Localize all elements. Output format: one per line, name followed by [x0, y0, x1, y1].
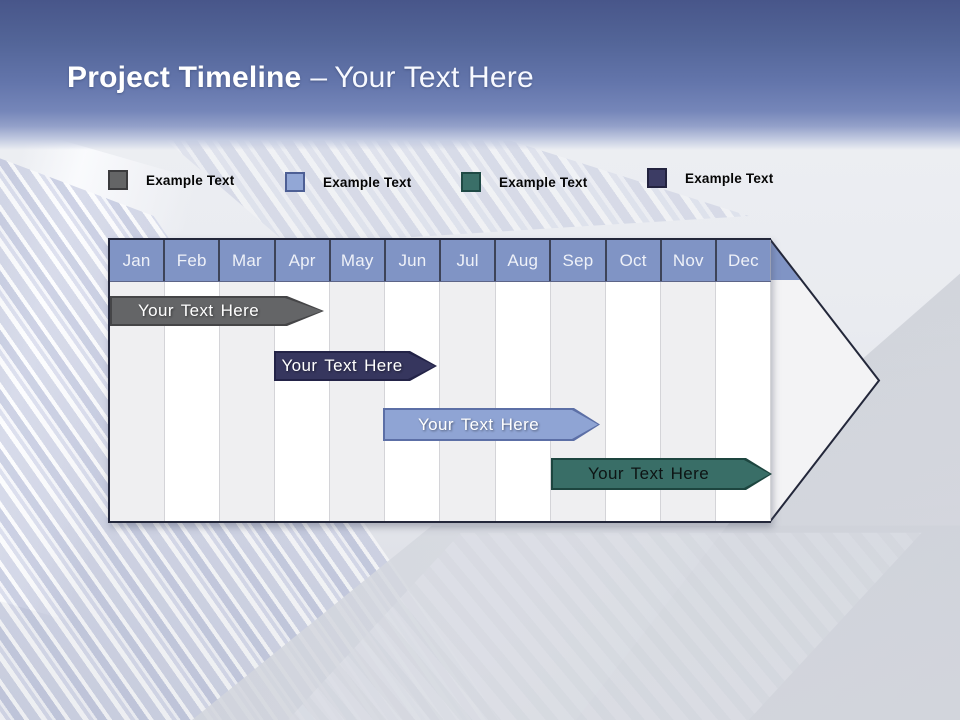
month-header-mar: Mar — [220, 240, 276, 281]
legend-label: Example Text — [146, 172, 235, 188]
task-bar-2[interactable]: Your Text Here — [274, 351, 437, 381]
title-separator: – — [310, 61, 328, 94]
task-bar-label: Your Text Here — [137, 301, 260, 320]
month-column — [495, 282, 551, 521]
month-header-nov: Nov — [662, 240, 717, 281]
title-banner — [0, 0, 960, 150]
arrow-tip-outline — [769, 238, 881, 523]
legend-item-teal[interactable]: Example Text — [461, 172, 587, 192]
task-bar-label: Your Text Here — [281, 356, 403, 375]
task-bar-label: Your Text Here — [587, 464, 710, 483]
task-bar-4[interactable]: Your Text Here — [551, 458, 772, 490]
legend-item-navy[interactable]: Example Text — [647, 168, 773, 188]
task-bar-fill — [112, 298, 322, 324]
task-bar-fill — [276, 353, 435, 379]
month-column — [440, 282, 496, 521]
legend-swatch-teal — [461, 172, 481, 192]
month-header-feb: Feb — [165, 240, 221, 281]
month-header-jan: Jan — [110, 240, 166, 281]
legend-swatch-gray — [108, 170, 128, 190]
month-header-oct: Oct — [607, 240, 662, 281]
legend-label: Example Text — [685, 170, 774, 186]
legend-label: Example Text — [323, 174, 412, 190]
title-main: Project Timeline — [67, 61, 302, 94]
task-bar-3[interactable]: Your Text Here — [383, 408, 600, 441]
task-bar-label: Your Text Here — [417, 414, 540, 434]
month-column — [330, 282, 386, 521]
month-header-sep: Sep — [551, 240, 607, 281]
month-header-may: May — [331, 240, 386, 281]
gantt-chart: Jan Feb Mar Apr May Jun Jul Aug Sep Oct … — [108, 238, 771, 523]
legend-label: Example Text — [499, 174, 588, 190]
title-subtitle: Your Text Here — [334, 61, 534, 94]
month-column — [385, 282, 441, 521]
legend-item-blue[interactable]: Example Text — [285, 172, 411, 192]
page-title[interactable]: Project Timeline–Your Text Here — [67, 60, 534, 96]
legend-swatch-navy — [647, 168, 667, 188]
task-bar-1[interactable]: Your Text Here — [110, 296, 324, 326]
task-bar-fill — [553, 460, 770, 488]
arrow-tip-body — [769, 238, 879, 523]
month-header-apr: Apr — [276, 240, 331, 281]
month-header-jul: Jul — [441, 240, 497, 281]
task-bar-fill — [385, 410, 598, 439]
month-header-aug: Aug — [496, 240, 552, 281]
month-header-jun: Jun — [386, 240, 442, 281]
legend-swatch-blue — [285, 172, 305, 192]
gantt-arrow-tip — [769, 238, 881, 523]
month-header-dec: Dec — [717, 240, 772, 281]
legend-item-gray[interactable]: Example Text — [108, 170, 234, 190]
month-header-row: Jan Feb Mar Apr May Jun Jul Aug Sep Oct … — [110, 240, 772, 282]
